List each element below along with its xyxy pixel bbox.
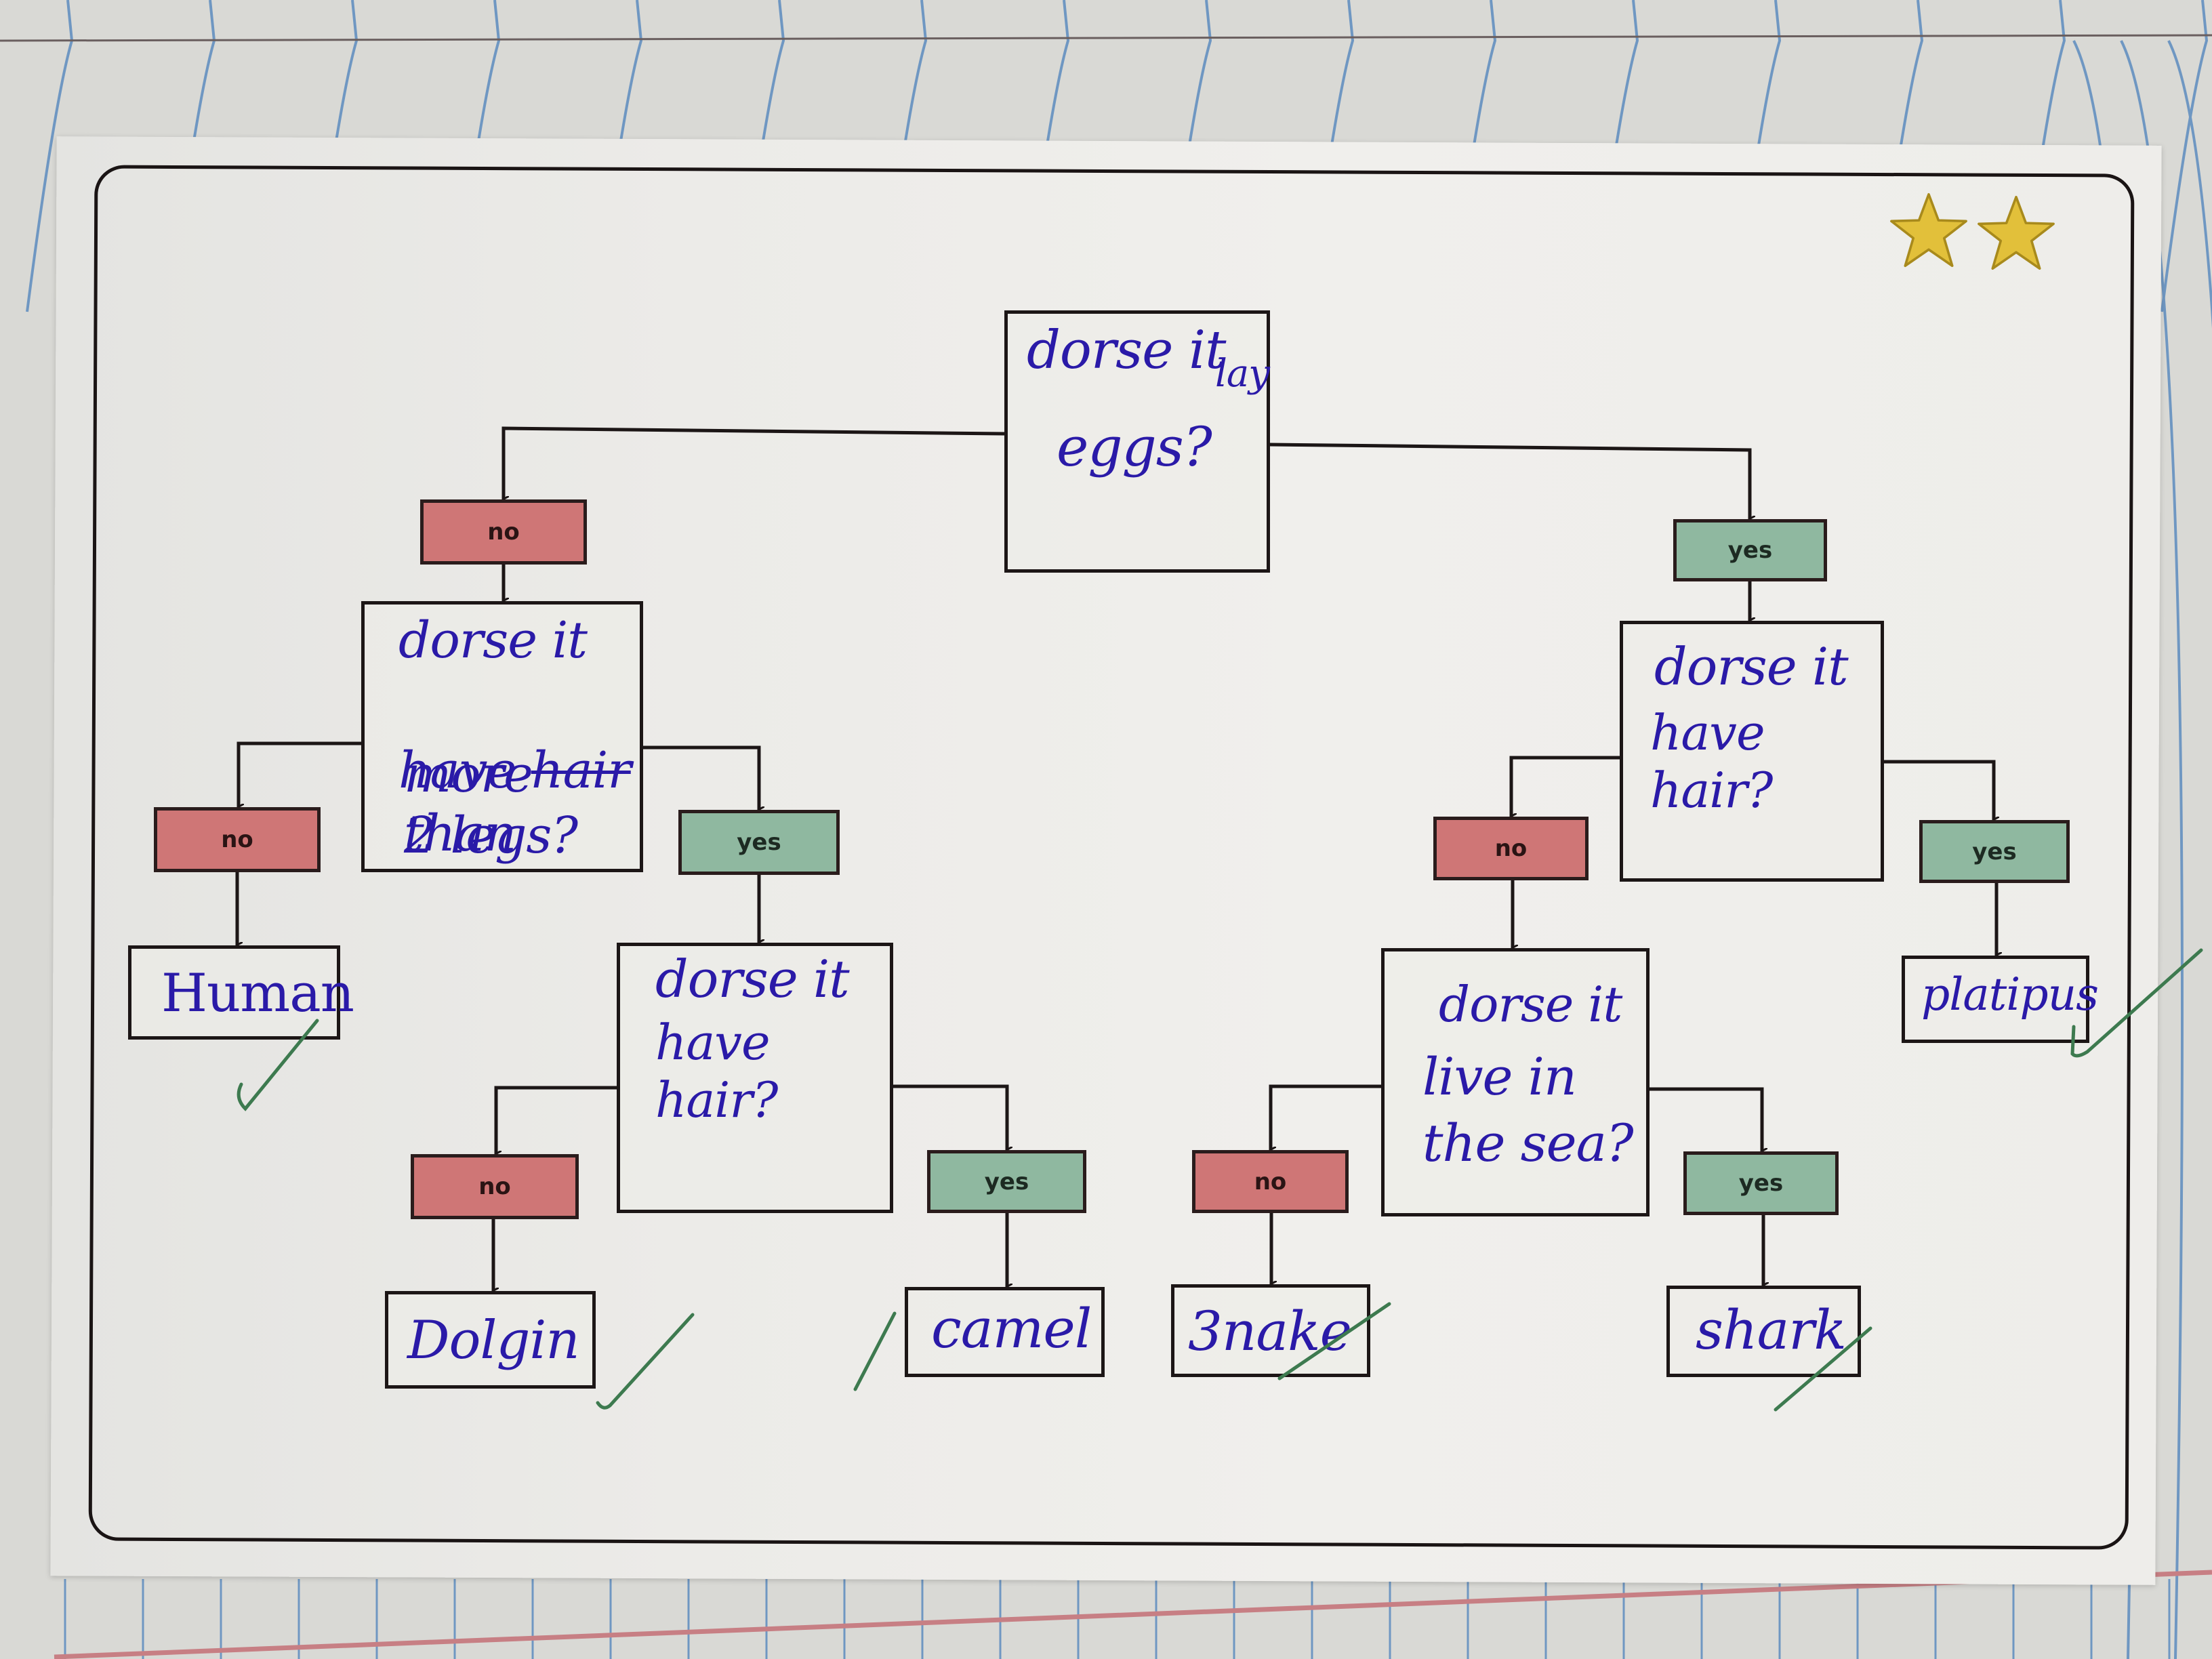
tag-yes-left-l3: yes bbox=[927, 1150, 1086, 1213]
star-icon-1 bbox=[1890, 192, 1967, 268]
answer-box-dolphin: Dolgin bbox=[385, 1291, 596, 1389]
tag-no-left-l3: no bbox=[411, 1154, 579, 1219]
connector-q2r-yes bbox=[1884, 760, 1994, 820]
tag-yes-right-l3: yes bbox=[1683, 1151, 1839, 1215]
tag-yes-left-l2: yes bbox=[678, 810, 840, 875]
check-icon-human bbox=[237, 1019, 319, 1111]
answer-snake: 3nake bbox=[1188, 1300, 1352, 1363]
answer-box-shark: shark bbox=[1666, 1286, 1861, 1377]
q2r-line1: dorse it bbox=[1654, 636, 1849, 697]
check-icon-dolphin bbox=[596, 1313, 695, 1410]
q2l-line2-prefix: have bbox=[398, 741, 531, 800]
question-box-right-have-hair: dorse it have hair? bbox=[1620, 621, 1884, 882]
q2r-line2: have hair? bbox=[1650, 704, 1773, 819]
question-box-more-than-2-legs: dorse it have hair more than 2 legs? bbox=[361, 601, 643, 872]
tag-no-right-l2: no bbox=[1433, 817, 1589, 880]
connector-q2l-yes bbox=[643, 745, 759, 810]
root-question-box: dorse it lay eggs? bbox=[1004, 310, 1270, 573]
answer-camel: camel bbox=[931, 1297, 1092, 1360]
answer-platipus: platipus bbox=[1921, 968, 2099, 1021]
check-icon-platipus bbox=[2070, 948, 2203, 1058]
tag-no-right-l3: no bbox=[1192, 1150, 1349, 1213]
q3l-line1: dorse it bbox=[655, 949, 850, 1009]
grid-line bbox=[26, 0, 74, 312]
tag-no-left-l2: no bbox=[154, 807, 321, 872]
connector-q3l-no bbox=[494, 1086, 617, 1154]
margin-line bbox=[54, 1570, 2212, 1659]
q3r-line2: live in bbox=[1422, 1046, 1577, 1107]
answer-box-human: Human bbox=[128, 945, 354, 1040]
root-question-line2: eggs? bbox=[1057, 415, 1212, 478]
connector-q3r-no bbox=[1269, 1084, 1381, 1150]
grid-line bbox=[2120, 40, 2184, 1659]
q2l-struck-word: hair bbox=[531, 741, 632, 800]
q2l-line4: 2 legs? bbox=[404, 806, 578, 865]
tag-yes-right-l2: yes bbox=[1919, 820, 2070, 883]
answer-box-platipus: platipus bbox=[1902, 956, 2099, 1043]
check-icon-shark bbox=[1774, 1326, 1872, 1412]
answer-box-camel: camel bbox=[905, 1287, 1105, 1377]
root-question-line1: dorse it bbox=[1027, 320, 1226, 381]
grid-line bbox=[2160, 0, 2209, 312]
question-box-live-in-sea: dorse it live in the sea? bbox=[1381, 948, 1650, 1216]
connector-q3r-yes bbox=[1650, 1087, 1762, 1151]
answer-human: Human bbox=[161, 963, 354, 1024]
answer-shark: shark bbox=[1696, 1298, 1847, 1361]
page-fold-line bbox=[0, 34, 2212, 42]
connector-q3l-yes bbox=[893, 1084, 1007, 1150]
q3r-line1: dorse it bbox=[1439, 976, 1622, 1033]
check-icon-snake bbox=[1277, 1302, 1391, 1380]
grid-line bbox=[2167, 40, 2212, 329]
check-icon-camel bbox=[853, 1311, 897, 1391]
connector-root-no bbox=[501, 426, 1005, 499]
q2l-line2: have hair bbox=[398, 682, 632, 801]
answer-box-snake: 3nake bbox=[1171, 1284, 1370, 1377]
q3r-line3: the sea? bbox=[1422, 1113, 1634, 1173]
q2l-line1: dorse it bbox=[398, 611, 588, 670]
connector-root-yes bbox=[1269, 443, 1750, 519]
answer-dolphin: Dolgin bbox=[407, 1310, 580, 1371]
tag-no-root: no bbox=[420, 499, 587, 565]
star-icon-2 bbox=[1978, 195, 2055, 270]
question-box-left-have-hair: dorse it have hair? bbox=[617, 943, 893, 1213]
q3l-line2: have hair? bbox=[655, 1014, 778, 1128]
tag-yes-root: yes bbox=[1673, 519, 1827, 581]
connector-q2l-no bbox=[237, 741, 361, 807]
q2l-line3: more than bbox=[404, 745, 533, 863]
connector-q2r-no bbox=[1509, 756, 1620, 817]
root-question-lay: lay bbox=[1215, 352, 1270, 396]
